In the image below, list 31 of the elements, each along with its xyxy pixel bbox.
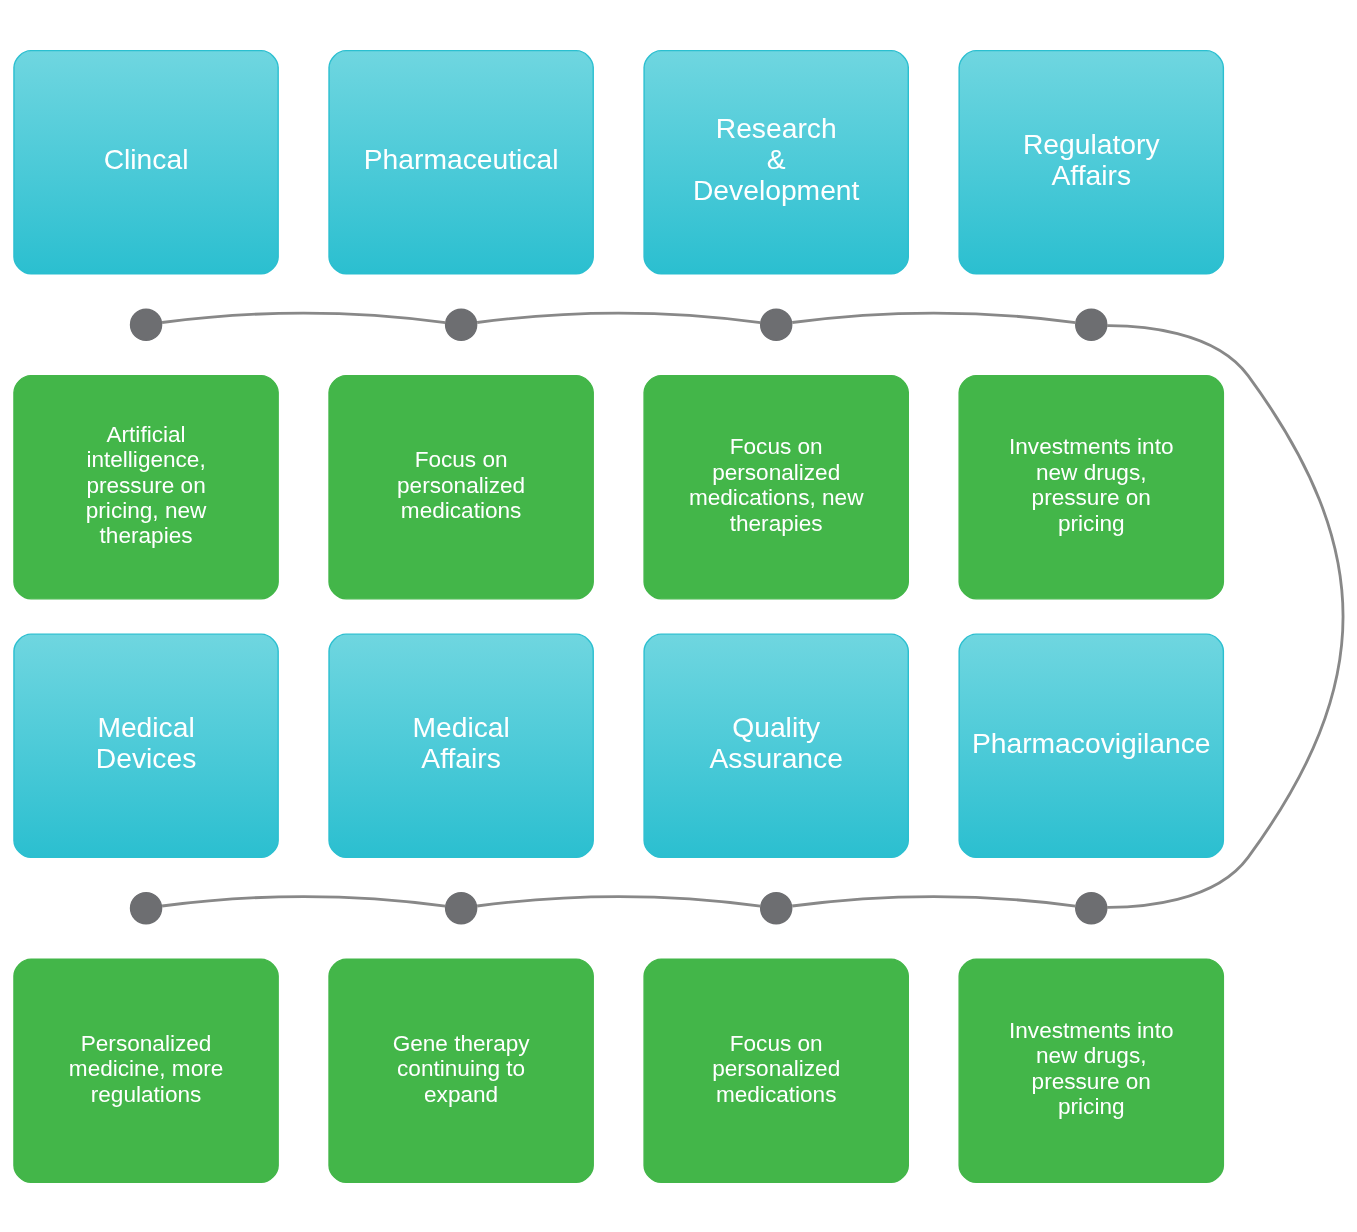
connector [792, 894, 1076, 907]
connector [476, 894, 761, 907]
node-box: Clincal [13, 49, 279, 275]
connector [476, 311, 761, 324]
node-circle [444, 308, 478, 341]
node-box: Regulatory Affairs [958, 49, 1225, 275]
node-box: Medical Devices [13, 632, 279, 858]
node-box: Personalized medicine, more regulations [13, 957, 279, 1183]
node-box: Focus on personalized medications, new therapies [643, 374, 909, 600]
node-box: Focus on personalized medications [643, 957, 909, 1183]
connector [1107, 323, 1345, 909]
node-box: Investments into new drugs, pressure on pricing [958, 957, 1225, 1183]
node-circle [129, 308, 163, 341]
node-box: Research & Development [643, 49, 909, 275]
node-box: Medical Affairs [328, 632, 594, 858]
connector [161, 311, 446, 324]
node-box: Quality Assurance [643, 632, 909, 858]
node-box: Pharmaceutical [328, 49, 594, 275]
node-circle [1075, 891, 1108, 924]
node-box: Pharmacovigilance [958, 632, 1225, 858]
node-circle [759, 308, 793, 341]
node-circle [129, 891, 163, 924]
node-circle [1075, 308, 1108, 341]
node-box: Gene therapy continuing to expand [328, 957, 594, 1183]
node-box: Investments into new drugs, pressure on pricing [958, 374, 1225, 600]
connector [792, 311, 1076, 324]
node-box: Artificial intelligence, pressure on pricing, new therapies [13, 374, 279, 600]
connector [161, 894, 446, 907]
node-circle [444, 891, 478, 924]
node-box: Focus on personalized medications [328, 374, 594, 600]
node-circle [759, 891, 793, 924]
